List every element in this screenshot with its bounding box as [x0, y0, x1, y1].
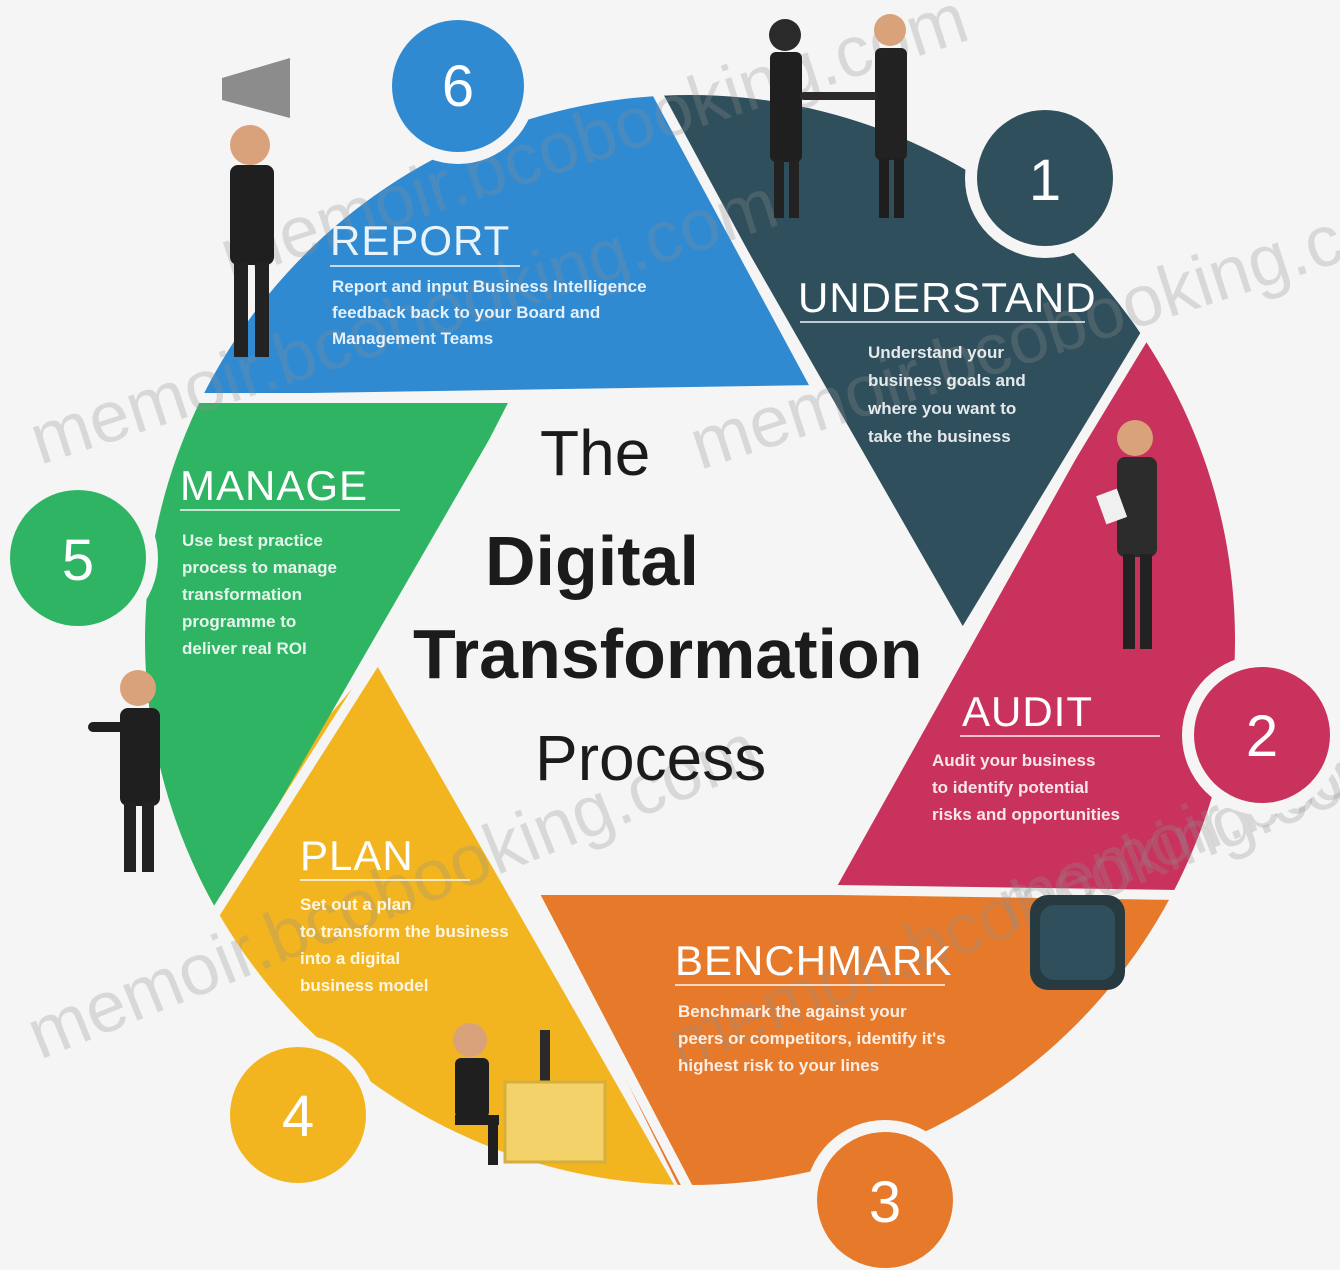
step-desc-line: business model — [300, 976, 428, 995]
badge-number: 1 — [1029, 148, 1061, 213]
badge-number: 4 — [282, 1084, 314, 1149]
step-desc-line: process to manage — [182, 558, 337, 577]
step-title-manage: MANAGE — [180, 462, 368, 509]
badge-number: 5 — [62, 528, 94, 593]
step-report: REPORT Report and input Business Intelli… — [330, 217, 647, 348]
step-desc-line: peers or competitors, identify it's — [678, 1029, 946, 1048]
step-desc-line: Set out a plan — [300, 895, 411, 914]
step-desc-line: deliver real ROI — [182, 639, 307, 658]
step-benchmark: BENCHMARK Benchmark the against your pee… — [675, 937, 952, 1075]
step-audit: AUDIT Audit your business to identify po… — [932, 688, 1160, 824]
presenter-icon — [1096, 420, 1157, 649]
step-title-understand: UNDERSTAND — [798, 274, 1097, 321]
step-desc-line: Audit your business — [932, 751, 1095, 770]
badge-3 — [817, 1132, 953, 1268]
separators — [150, 77, 1181, 1233]
step-desc-line: Understand your — [868, 343, 1004, 362]
step-desc-line: to transform the business — [300, 922, 509, 941]
step-desc-line: business goals and — [868, 371, 1026, 390]
step-desc-line: feedback back to your Board and — [332, 303, 600, 322]
badge-number: 2 — [1246, 704, 1278, 769]
segment-manage — [145, 400, 512, 940]
step-title-benchmark: BENCHMARK — [675, 937, 952, 984]
handshake-people-icon — [769, 14, 907, 218]
step-desc-line: take the business — [868, 427, 1011, 446]
number-badges: 6 1 2 3 4 5 — [0, 8, 1340, 1270]
title-line-1: The — [540, 417, 650, 489]
step-desc-line: Report and input Business Intelligence — [332, 277, 647, 296]
title-line-4: Process — [535, 722, 766, 794]
step-desc-line: where you want to — [867, 399, 1016, 418]
step-desc-line: programme to — [182, 612, 296, 631]
badge-2 — [1194, 667, 1330, 803]
step-title-audit: AUDIT — [962, 688, 1093, 735]
step-title-plan: PLAN — [300, 832, 414, 879]
step-plan: PLAN Set out a plan to transform the bus… — [300, 832, 509, 995]
step-desc-line: Benchmark the against your — [678, 1002, 907, 1021]
step-desc-line: into a digital — [300, 949, 400, 968]
step-desc-line: highest risk to your lines — [678, 1056, 879, 1075]
step-desc-line: transformation — [182, 585, 302, 604]
step-desc-line: Use best practice — [182, 531, 323, 550]
center-title: The Digital Transformation Process — [413, 417, 923, 794]
badge-number: 3 — [869, 1170, 901, 1235]
step-manage: MANAGE Use best practice process to mana… — [180, 462, 400, 658]
padlock-icon — [1030, 895, 1125, 990]
center-hexagon — [375, 395, 965, 895]
step-desc-line: Management Teams — [332, 329, 493, 348]
segment-audit — [835, 335, 1235, 900]
megaphone-person-icon — [222, 58, 290, 357]
pointing-person-icon — [88, 670, 160, 872]
badge-5 — [10, 490, 146, 626]
badge-number: 6 — [442, 54, 474, 119]
step-title-report: REPORT — [330, 217, 510, 264]
badge-1 — [977, 110, 1113, 246]
title-line-3: Transformation — [413, 615, 923, 693]
step-desc-line: to identify potential — [932, 778, 1089, 797]
desk-worker-icon — [453, 1023, 607, 1165]
title-line-2: Digital — [485, 522, 699, 600]
step-understand: UNDERSTAND Understand your business goal… — [798, 274, 1097, 446]
badge-4 — [230, 1047, 366, 1183]
badge-6 — [392, 20, 524, 152]
step-desc-line: risks and opportunities — [932, 805, 1120, 824]
